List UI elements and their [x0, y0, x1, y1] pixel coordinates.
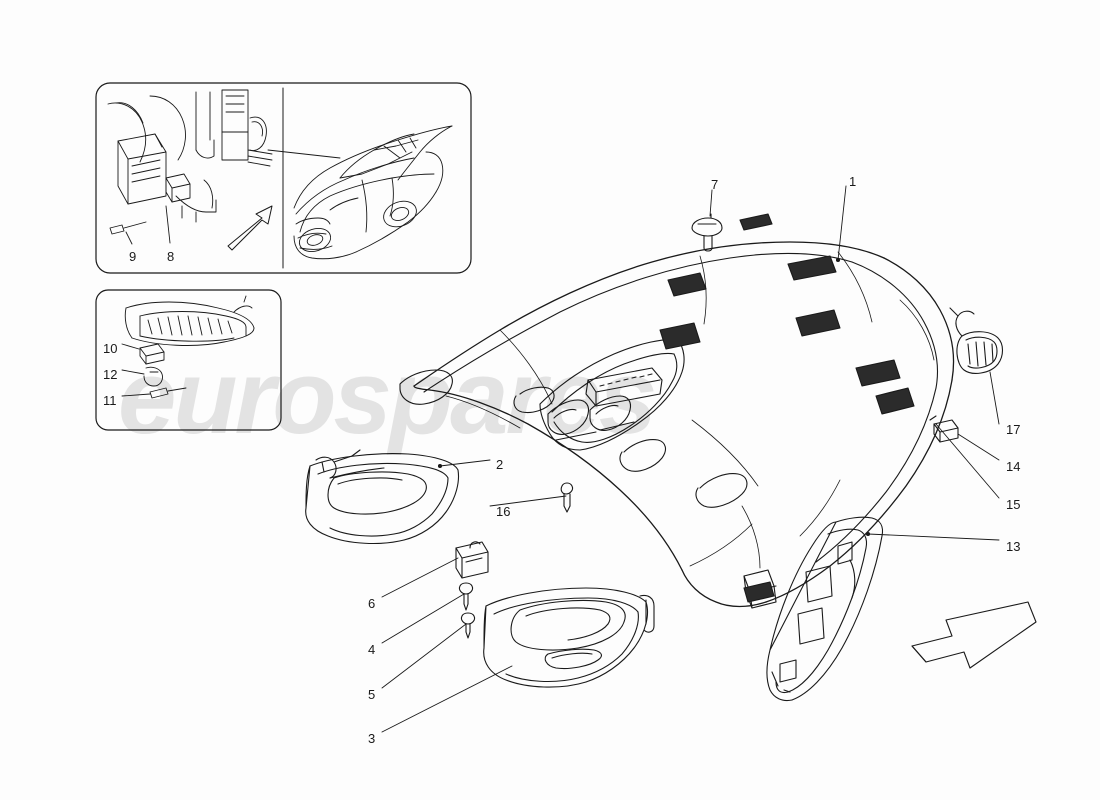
part-16-screw [560, 482, 574, 513]
leader-lines [381, 185, 1000, 733]
callout-4: 4 [368, 642, 376, 657]
inset-ecu-detail [107, 89, 273, 251]
callout-10: 10 [103, 341, 118, 356]
callout-12: 12 [103, 367, 118, 382]
part-4-pin [458, 582, 474, 611]
inset-car-sketch [267, 125, 453, 260]
inset-ecu-frame [95, 82, 472, 274]
callout-9: 9 [129, 249, 137, 264]
part-15-bracket [929, 415, 937, 421]
part-14-clip [933, 419, 959, 443]
part-13-rear-trim-panel [766, 516, 884, 702]
inset-visor-frame [95, 289, 282, 431]
callout-8: 8 [167, 249, 175, 264]
part-2-sun-visor-left [305, 449, 460, 544]
inset-visor-detail [121, 295, 255, 399]
part-17-rear-view-mirror [949, 307, 1004, 374]
callout-5: 5 [368, 687, 376, 702]
callout-7: 7 [711, 177, 719, 192]
callout-2: 2 [496, 457, 504, 472]
part-3-sun-visor-right [483, 587, 655, 688]
callout-15: 15 [1006, 497, 1021, 512]
callout-6: 6 [368, 596, 376, 611]
callout-13: 13 [1006, 539, 1021, 554]
callout-14: 14 [1006, 459, 1021, 474]
callout-1: 1 [849, 174, 857, 189]
witness-marks [437, 257, 871, 537]
front-direction-arrow [911, 601, 1037, 669]
callout-16: 16 [496, 504, 511, 519]
callout-17: 17 [1006, 422, 1021, 437]
part-5-pin [460, 612, 476, 639]
part-6-visor-hook [455, 541, 489, 579]
part-7-fastener [691, 213, 723, 252]
callout-3: 3 [368, 731, 376, 746]
callout-11: 11 [103, 393, 117, 408]
headliner-main [399, 213, 955, 609]
